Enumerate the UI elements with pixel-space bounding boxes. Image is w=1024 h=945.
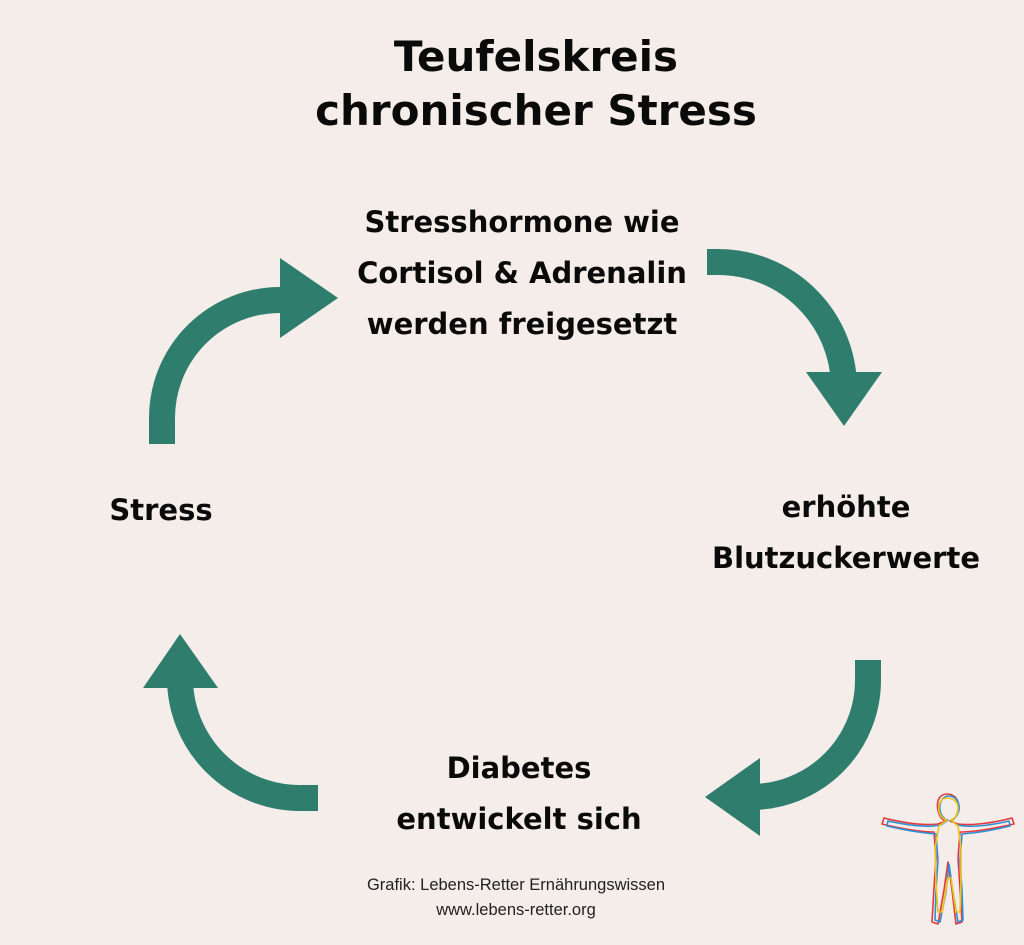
arrowhead-top-right-icon [806,372,882,426]
person-outline-icon [881,793,1015,925]
node-stress: Stress [80,485,242,536]
node-left-line-1: Stress [109,493,213,527]
node-bottom-line-2: entwickelt sich [396,802,642,836]
arrowhead-bottom-left-icon [143,634,218,688]
diagram-title: Teufelskreis chronischer Stress [232,30,840,138]
title-line-1: Teufelskreis [393,32,679,81]
node-top-line-2: Cortisol & Adrenalin [357,256,687,290]
arrow-blood-sugar-to-diabetes-icon [750,660,881,810]
title-line-2: chronischer Stress [315,86,757,135]
credit-line-1: Grafik: Lebens-Retter Ernährungswissen [366,876,666,894]
node-top-line-1: Stresshormone wie [364,205,680,239]
arrowhead-top-left-icon [280,258,338,338]
arrow-stress-to-hormones-icon [149,287,292,444]
node-stress-hormones: Stresshormone wie Cortisol & Adrenalin w… [322,197,722,350]
node-bottom-line-1: Diabetes [446,751,592,785]
arrow-hormones-to-blood-sugar-icon [707,249,857,390]
node-right-line-2: Blutzuckerwerte [711,541,981,575]
credit: Grafik: Lebens-Retter Ernährungswissen w… [300,873,732,923]
arrowhead-bottom-right-icon [705,758,760,836]
node-diabetes: Diabetes entwickelt sich [358,743,680,845]
node-blood-sugar: erhöhte Blutzuckerwerte [690,482,1002,584]
node-top-line-3: werden freigesetzt [366,307,678,341]
arrow-diabetes-to-stress-icon [167,677,318,811]
node-right-line-1: erhöhte [781,490,911,524]
credit-line-2: www.lebens-retter.org [436,901,596,919]
